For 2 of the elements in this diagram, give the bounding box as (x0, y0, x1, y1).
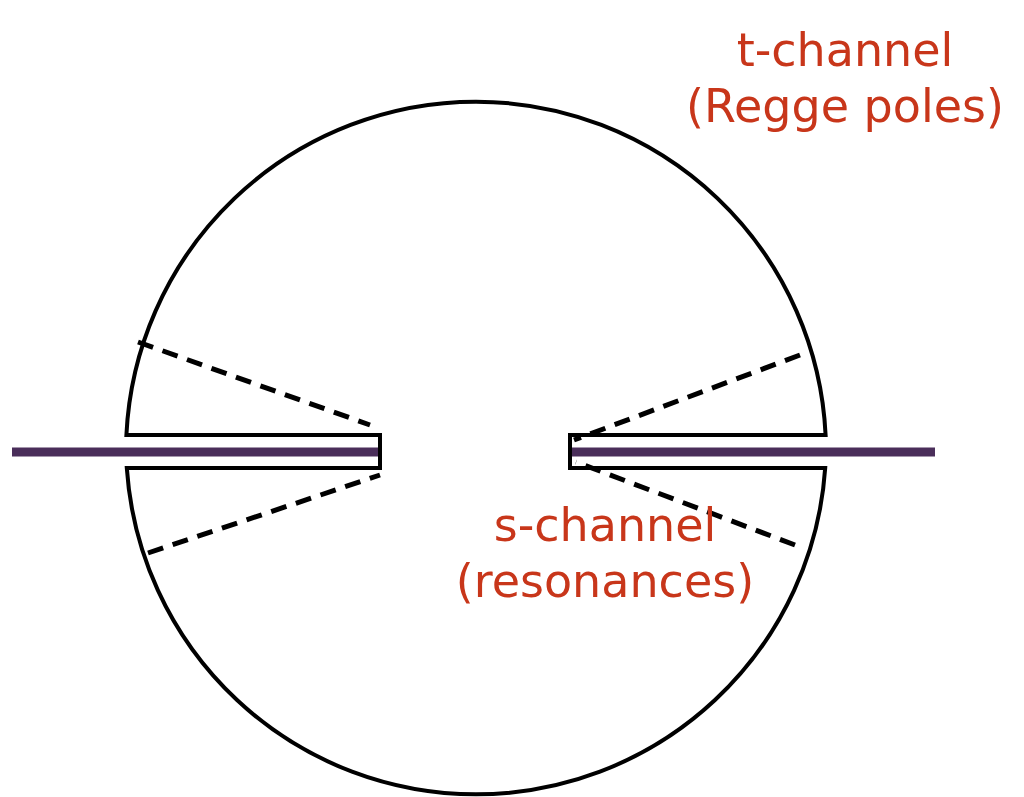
region-label: t-channel (Regge poles) (685, 22, 1005, 134)
region-label: s-channel (resonances) (454, 497, 756, 609)
